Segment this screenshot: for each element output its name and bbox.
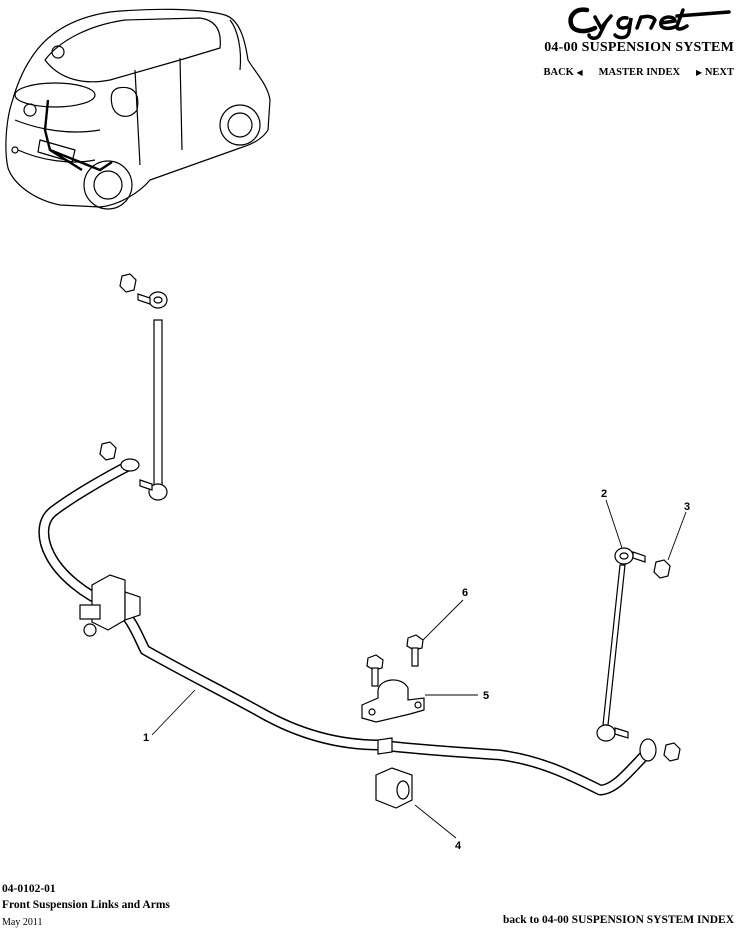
callout-1: 1 — [143, 732, 149, 744]
arrow-right-icon: ▶ — [696, 68, 703, 77]
arrow-left-icon: ◀ — [576, 68, 583, 77]
vehicle-location-illustration — [5, 8, 271, 210]
master-index-link[interactable]: MASTER INDEX — [598, 67, 681, 78]
navigation-bar: BACK ◀ MASTER INDEX ▶ NEXT — [544, 67, 734, 78]
left-bushing-bracket — [79, 574, 141, 637]
system-index-link[interactable]: back to 04-00 SUSPENSION SYSTEM INDEX — [503, 914, 734, 926]
callout-6: 6 — [462, 587, 468, 599]
stabilizer-bar — [38, 458, 657, 796]
callout-2: 2 — [601, 488, 607, 500]
suspension-parts-diagram: 1 2 3 4 5 6 — [38, 273, 690, 852]
next-label: NEXT — [704, 67, 734, 78]
illustration-code: 04-0102-01 — [2, 883, 56, 895]
left-stabilizer-link — [99, 273, 168, 501]
callout-4: 4 — [455, 840, 462, 852]
bushing-bracket — [361, 679, 425, 723]
cygnet-logo — [568, 7, 731, 40]
right-stabilizer-link — [596, 547, 646, 742]
callout-5: 5 — [483, 690, 489, 702]
callout-3: 3 — [684, 501, 690, 513]
link-nuts — [653, 559, 681, 762]
back-link[interactable]: BACK ◀ — [544, 67, 583, 78]
illustration-title: Front Suspension Links and Arms — [2, 899, 170, 911]
back-label: BACK — [543, 67, 574, 78]
system-title: 04-00 SUSPENSION SYSTEM — [544, 40, 734, 55]
next-link[interactable]: ▶ NEXT — [696, 67, 734, 78]
bracket-bolts — [366, 634, 424, 687]
publication-date: May 2011 — [2, 917, 43, 928]
stabilizer-bushing — [375, 737, 413, 809]
